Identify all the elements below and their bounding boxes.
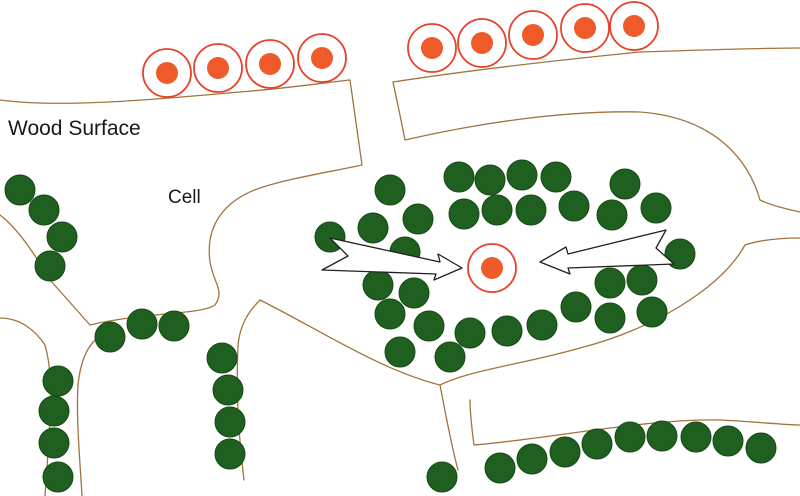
- green-cell: [362, 269, 394, 301]
- bottom-right-channel: [469, 399, 800, 446]
- green-cell: [560, 291, 592, 323]
- green-cell: [214, 438, 246, 470]
- green-cell: [515, 194, 547, 226]
- green-cell: [38, 427, 70, 459]
- green-cell: [646, 420, 678, 452]
- orange-cell: [609, 1, 659, 51]
- bottom-left-channel-right: [76, 339, 96, 496]
- green-cell: [712, 425, 744, 457]
- green-cell: [46, 221, 78, 253]
- green-cell: [38, 395, 70, 427]
- green-cell: [443, 161, 475, 193]
- left-arrow: [321, 237, 463, 281]
- wood-surface-label: Wood Surface: [8, 117, 141, 140]
- green-cell: [636, 296, 668, 328]
- green-cell: [745, 432, 777, 464]
- green-cell: [4, 174, 36, 206]
- right-arrow: [539, 229, 675, 275]
- green-cell: [609, 168, 641, 200]
- green-cell: [484, 452, 516, 484]
- orange-cell: [142, 48, 192, 98]
- green-cell: [549, 436, 581, 468]
- upper-right-lower-edge: [392, 81, 800, 213]
- green-cell: [214, 406, 246, 438]
- green-cell: [506, 159, 538, 191]
- green-cell: [680, 421, 712, 453]
- large-cell-outline: [259, 237, 800, 386]
- orange-cell: [245, 39, 295, 89]
- green-cell: [374, 174, 406, 206]
- green-cell: [664, 238, 696, 270]
- green-cell: [491, 315, 523, 347]
- green-cell: [594, 267, 626, 299]
- orange-cell: [508, 10, 558, 60]
- green-cell: [526, 309, 558, 341]
- green-cell: [34, 250, 66, 282]
- green-cell: [474, 164, 506, 196]
- green-cell-group: [4, 159, 777, 493]
- green-cell: [384, 336, 416, 368]
- green-cell: [357, 212, 389, 244]
- orange-cell-group: [142, 1, 659, 293]
- cell-label: Cell: [168, 187, 201, 208]
- green-cell: [596, 199, 628, 231]
- green-cell: [158, 310, 190, 342]
- green-cell: [28, 194, 60, 226]
- green-cell: [614, 421, 646, 453]
- green-cell: [448, 198, 480, 230]
- upper-right-ridge: [392, 47, 800, 83]
- green-cell: [42, 365, 74, 397]
- lower-channel-upper-edge: [439, 384, 459, 471]
- green-cell: [212, 374, 244, 406]
- green-cell: [398, 277, 430, 309]
- orange-cell: [297, 33, 347, 83]
- green-cell: [413, 310, 445, 342]
- orange-cell: [407, 23, 457, 73]
- green-cell: [94, 321, 126, 353]
- green-cell: [42, 461, 74, 493]
- green-cell: [640, 192, 672, 224]
- green-cell: [540, 161, 572, 193]
- orange-cell: [560, 3, 610, 53]
- green-cell: [594, 302, 626, 334]
- wood-structure-outlines: [0, 47, 800, 496]
- orange-cell: [193, 43, 243, 93]
- orange-cell: [457, 18, 507, 68]
- green-cell: [581, 428, 613, 460]
- green-cell: [126, 308, 158, 340]
- green-cell: [426, 461, 458, 493]
- green-cell: [402, 203, 434, 235]
- green-cell: [481, 194, 513, 226]
- green-cell: [516, 443, 548, 475]
- green-cell: [454, 317, 486, 349]
- green-cell: [206, 342, 238, 374]
- green-cell: [374, 298, 406, 330]
- green-cell: [434, 341, 466, 373]
- green-cell: [558, 190, 590, 222]
- orange-cell: [467, 243, 517, 293]
- green-cell: [626, 264, 658, 296]
- surface-lower-edge: [0, 79, 363, 326]
